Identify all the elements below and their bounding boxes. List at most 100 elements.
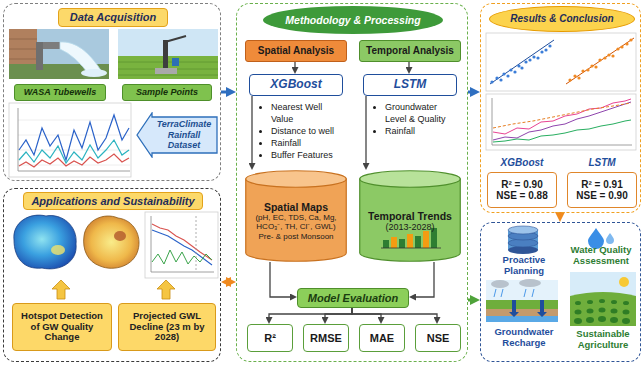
bullet-list: Nearest Well ValueDistance to wellRainfa… xyxy=(260,101,344,161)
bullet-text: Nearest Well Value xyxy=(271,101,344,125)
node-text: RMSE xyxy=(306,332,346,345)
process-box: RMSE xyxy=(303,324,349,352)
flow-arrow xyxy=(365,96,366,166)
flow-arrow xyxy=(468,91,474,94)
text-group: Spatial Maps(pH, EC, TDS, Ca, Mg, HCO₃⁻,… xyxy=(250,201,342,242)
text-group: Hotspot Detection of GW Quality Change xyxy=(18,311,106,344)
heading-text: Water Quality Assessment xyxy=(563,245,639,267)
text-group: MAE xyxy=(362,332,402,345)
flow-arrow xyxy=(352,308,437,320)
flow-arrow xyxy=(251,96,252,166)
node-text: Temporal Analysis xyxy=(363,45,457,57)
node-text: Projected GWL Decline (23 m by 2028) xyxy=(124,311,210,344)
output-cylinder: Temporal Trends(2013-2028) xyxy=(359,170,461,262)
text-group: RMSE xyxy=(306,332,346,345)
quality-maps xyxy=(14,215,139,269)
node-text: R² = 0.91 xyxy=(570,179,634,191)
node-text: WASA Tubewells xyxy=(18,87,102,97)
text-group: LSTM xyxy=(367,78,453,92)
node-text: XGBoost xyxy=(253,78,339,92)
process-box: MAE xyxy=(359,324,405,352)
agriculture-picture xyxy=(570,272,636,326)
node-text: (2013-2028) xyxy=(364,222,456,232)
heading-text: Applications and Sustainability xyxy=(23,192,203,210)
flow-arrow xyxy=(413,262,434,297)
node-text: R² xyxy=(250,332,290,345)
node-text: Spatial Maps xyxy=(250,201,342,213)
sample-photo xyxy=(118,29,218,79)
process-box: WASA Tubewells xyxy=(14,84,106,101)
section-panel: Data AcquisitionWASA Tubewells Sample Poi… xyxy=(3,3,221,181)
scatter-plot xyxy=(486,33,636,91)
text-group: XGBoost xyxy=(253,78,339,92)
gwl-chart xyxy=(145,212,218,278)
node-text: Temporal Trends xyxy=(364,210,456,222)
tubewell-photo xyxy=(9,29,109,79)
process-box: Hotspot Detection of GW Quality Change xyxy=(12,303,112,351)
flow-arrow xyxy=(408,62,409,70)
process-box: Temporal Analysis xyxy=(359,40,461,62)
text-group: TerraClimate Rainfall Dataset xyxy=(153,119,215,150)
process-box: Projected GWL Decline (23 m by 2028) xyxy=(118,303,216,351)
process-box: XGBoost xyxy=(249,74,343,96)
node-text: LSTM xyxy=(367,78,453,92)
node-text: Model Evaluation xyxy=(301,292,405,305)
database-icon xyxy=(508,226,538,254)
process-box: LSTMR² = 0.91NSE = 0.90 xyxy=(567,172,637,208)
trend-chart xyxy=(486,94,636,150)
bullet-text: Buffer Features xyxy=(271,149,344,161)
process-box: XGBoostR² = 0.90NSE = 0.88 xyxy=(487,172,557,208)
flow-arrow xyxy=(294,62,295,70)
node-text: NSE xyxy=(418,332,458,345)
flow-arrow xyxy=(269,308,352,320)
text-group: Temporal Trends(2013-2028) xyxy=(364,210,456,232)
flow-arrow xyxy=(270,262,293,297)
node-text: NSE = 0.90 xyxy=(570,190,634,202)
flow-arrow xyxy=(325,308,352,320)
up-arrow xyxy=(52,280,70,299)
heading-text: LSTM xyxy=(561,156,643,170)
node-text: (pH, EC, TDS, Ca, Mg, HCO₃⁻, TH, Cl⁻, GW… xyxy=(250,213,342,242)
node-text: Spatial Analysis xyxy=(249,45,343,57)
section-panel: Applications and SustainabilityHotspot D… xyxy=(3,188,221,362)
heading-text: Proactive Planning xyxy=(485,255,563,277)
heading-text: Data Acquisition xyxy=(58,8,168,27)
node-text: NSE = 0.88 xyxy=(490,190,554,202)
process-box: Model Evaluation xyxy=(297,288,409,308)
flow-arrow xyxy=(468,299,474,302)
text-group: NSE xyxy=(418,332,458,345)
up-arrow xyxy=(157,280,175,299)
text-group: R² = 0.91NSE = 0.90 xyxy=(570,179,634,202)
recharge-diagram xyxy=(486,279,558,322)
rainfall-chart xyxy=(9,103,131,177)
heading-text: XGBoost xyxy=(481,156,563,170)
process-box: NSE xyxy=(415,324,461,352)
bullet-list: Groundwater Level & QualityRainfall xyxy=(374,101,460,137)
heading-text: Results & Conclusion xyxy=(489,6,635,32)
flow-arrow xyxy=(559,213,562,216)
text-group: Spatial Analysis xyxy=(249,45,343,57)
output-cylinder: Spatial Maps(pH, EC, TDS, Ca, Mg, HCO₃⁻,… xyxy=(245,170,347,262)
bullet-text: Groundwater Level & Quality xyxy=(385,101,460,125)
process-box: Spatial Analysis xyxy=(245,40,347,62)
section-panel: Results & ConclusionXGBoostR² = 0.90NSE … xyxy=(480,3,641,213)
heading-text: Methodology & Processing xyxy=(263,6,443,34)
bullet-text: Rainfall xyxy=(385,125,460,137)
node-text: Sample Points xyxy=(126,87,208,97)
text-group: Projected GWL Decline (23 m by 2028) xyxy=(124,311,210,344)
flow-arrow xyxy=(221,91,230,94)
node-text: MAE xyxy=(362,332,402,345)
heading-text: Sustainable Agriculture xyxy=(565,329,641,351)
node-text: Hotspot Detection of GW Quality Change xyxy=(18,311,106,344)
text-group: R² = 0.90NSE = 0.88 xyxy=(490,179,554,202)
text-group: Model Evaluation xyxy=(301,292,405,305)
process-box: Sample Points xyxy=(122,84,212,101)
bullet-text: Distance to well xyxy=(271,125,344,137)
node-text: R² = 0.90 xyxy=(490,179,554,191)
text-group: R² xyxy=(250,332,290,345)
section-panel: Proactive PlanningWater Quality Assessme… xyxy=(480,222,641,362)
process-box: R² xyxy=(247,324,293,352)
node-text: TerraClimate Rainfall Dataset xyxy=(153,119,215,150)
bullet-text: Rainfall xyxy=(271,137,344,149)
